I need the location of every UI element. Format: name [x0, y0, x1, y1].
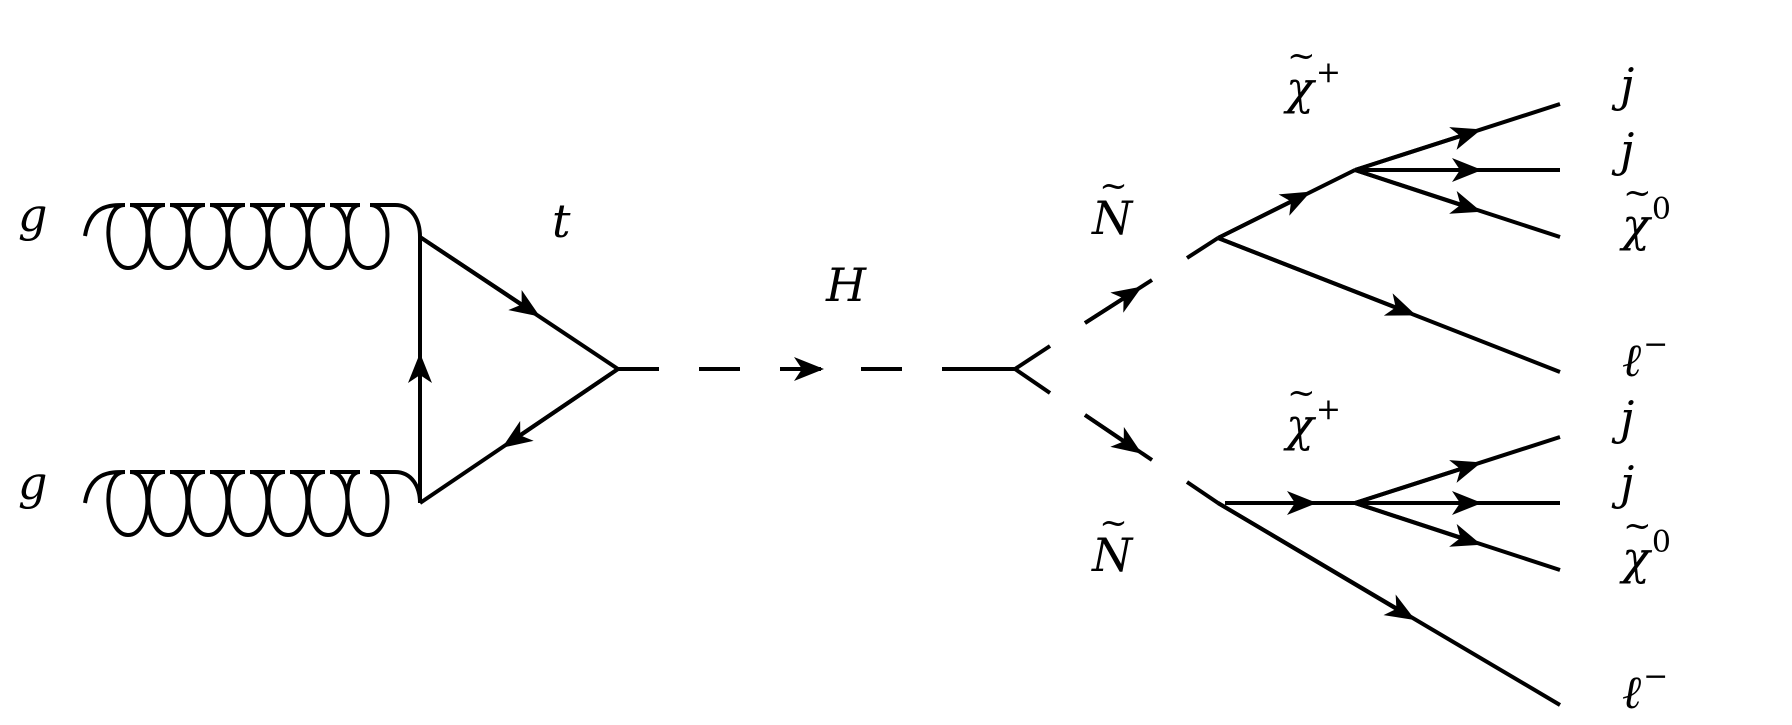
jet1-line-bottom-arrow	[1354, 460, 1482, 505]
neutralino-top-charge: 0	[1651, 192, 1671, 227]
chargino-top-charge: +	[1315, 55, 1342, 90]
neutralino-bottom-symbol: χ	[1622, 535, 1650, 581]
gluon-line-top	[83, 202, 422, 271]
lepton-line-top-arrow	[1217, 236, 1417, 316]
jet1-line-top-arrow	[1354, 127, 1482, 172]
lepton-line-bottom-arrow	[1216, 501, 1416, 621]
top-loop-lower-arrow	[502, 367, 620, 448]
neutralino-bottom-charge: 0	[1651, 525, 1671, 560]
label-jet2-top: j	[1620, 123, 1635, 177]
sneutrino-bottom-symbol: N	[1092, 532, 1132, 578]
label-jet2-bottom: j	[1620, 456, 1635, 510]
label-sneutrino-bottom: N	[1092, 532, 1132, 578]
neutralino-line-top-arrow	[1354, 168, 1482, 214]
lepton-top-charge: −	[1643, 327, 1669, 362]
lepton-bottom-symbol: ℓ	[1622, 665, 1642, 719]
label-top-quark: t	[552, 194, 571, 248]
gluon-line-bottom	[83, 470, 422, 538]
sneutrino-top-symbol: N	[1092, 195, 1132, 241]
label-neutralino-top: χ0	[1622, 192, 1671, 249]
label-chargino-bottom: χ+	[1286, 392, 1342, 449]
chargino-line-top-arrow	[1217, 191, 1311, 240]
sneutrino-propagator-bottom	[1013, 367, 1220, 505]
label-jet1-bottom: j	[1620, 391, 1635, 445]
sneutrino-propagator-top	[1013, 236, 1220, 371]
label-lepton-bottom: ℓ−	[1622, 659, 1669, 716]
label-lepton-top: ℓ−	[1622, 327, 1669, 384]
chargino-bottom-symbol: χ	[1286, 402, 1314, 448]
label-neutralino-bottom: χ0	[1622, 525, 1671, 582]
label-chargino-top: χ+	[1286, 55, 1342, 112]
neutralino-line-bottom-arrow	[1354, 501, 1482, 547]
label-gluon-top: g	[18, 188, 48, 242]
label-higgs: H	[826, 258, 867, 312]
lepton-top-symbol: ℓ	[1622, 333, 1642, 387]
label-gluon-bottom: g	[18, 456, 48, 510]
label-jet1-top: j	[1620, 58, 1635, 112]
chargino-bottom-charge: +	[1315, 392, 1342, 427]
neutralino-top-symbol: χ	[1622, 202, 1650, 248]
lepton-bottom-charge: −	[1643, 659, 1669, 694]
chargino-top-symbol: χ	[1286, 65, 1314, 111]
top-loop-upper-arrow	[418, 235, 540, 317]
label-sneutrino-top: N	[1092, 195, 1132, 241]
